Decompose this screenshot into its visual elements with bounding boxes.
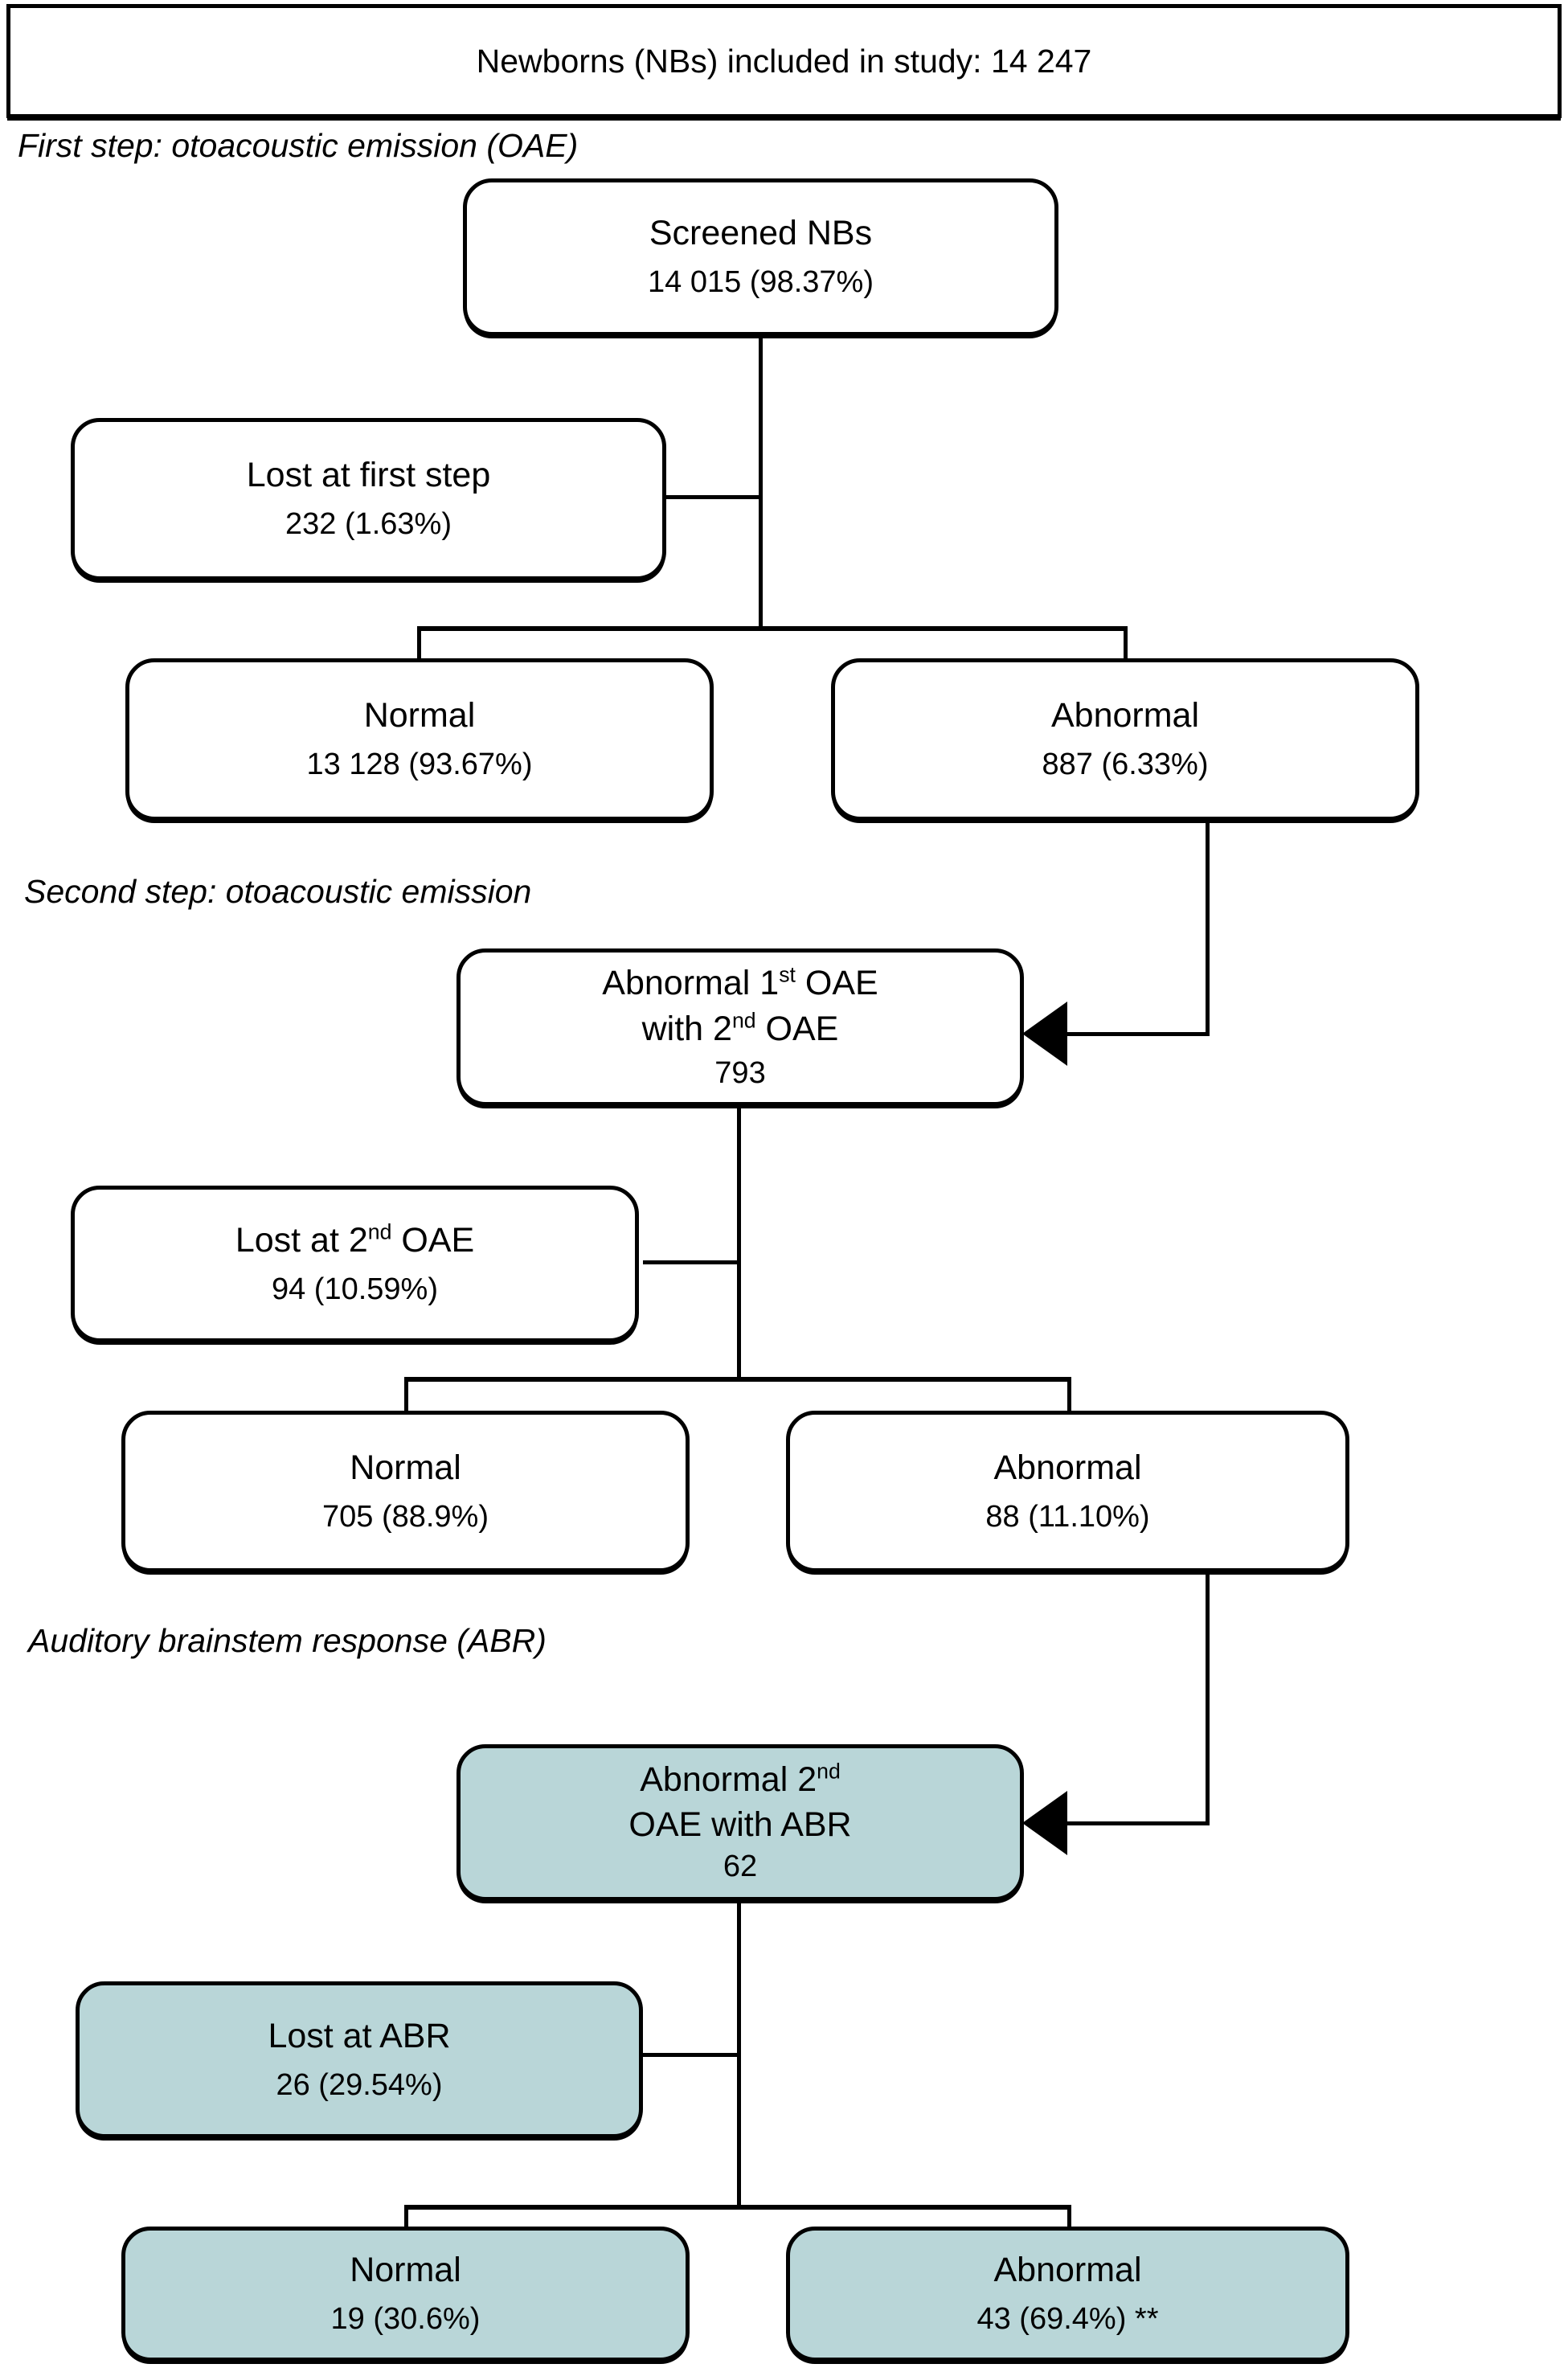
abnormal-1st-oae-line2-sup: nd [731, 1008, 756, 1033]
connector-lost-first-line [666, 495, 760, 499]
lost-first-step-title: Lost at first step [246, 456, 491, 495]
lost-abr-box: Lost at ABR 26 (29.54%) [76, 1981, 643, 2138]
connector-lost-abr-line [643, 2053, 737, 2057]
study-total-text: Newborns (NBs) included in study: 14 247 [476, 42, 1092, 80]
split-oae2-left-drop-line [404, 1379, 408, 1411]
abnormal-abr-box: Abnormal 43 (69.4%) ** [786, 2227, 1349, 2362]
connector-lost-2nd-line [643, 1260, 737, 1264]
normal-oae2-value: 705 (88.9%) [321, 1499, 489, 1534]
normal-abr-value: 19 (30.6%) [330, 2302, 481, 2336]
normal-abr-box: Normal 19 (30.6%) [121, 2227, 690, 2362]
normal-oae1-value: 13 128 (93.67%) [306, 748, 533, 781]
abnormal-oae1-value: 887 (6.33%) [1042, 748, 1209, 781]
lost-2nd-oae-title: Lost at 2nd OAE [235, 1220, 474, 1262]
split-abr-right-drop-line [1067, 2206, 1071, 2227]
lost-2nd-oae-title-sup: nd [367, 1219, 392, 1244]
section-label-first-step: First step: otoacoustic emission (OAE) [18, 127, 579, 164]
lost-first-step-box: Lost at first step 232 (1.63%) [71, 418, 666, 580]
abnormal-2nd-oae-abr-line1-pre: Abnormal 2 [640, 1760, 817, 1800]
study-total-box: Newborns (NBs) included in study: 14 247 [6, 4, 1562, 118]
abnormal-1st-oae-line2-pre: with 2 [641, 1010, 732, 1049]
lost-first-step-value: 232 (1.63%) [285, 507, 452, 541]
abnormal-2nd-oae-abr-line2: OAE with ABR [628, 1805, 852, 1844]
lost-2nd-oae-box: Lost at 2nd OAE 94 (10.59%) [71, 1186, 639, 1342]
abnormal-1st-oae-line1-pre: Abnormal 1 [602, 963, 780, 1002]
split-line-oae2 [404, 1377, 1071, 1382]
abnormal-oae1-title: Abnormal [1050, 696, 1200, 735]
normal-abr-title: Normal [350, 2251, 461, 2290]
screened-nbs-value: 14 015 (98.37%) [648, 265, 874, 299]
abnormal-2nd-oae-abr-line1: Abnormal 2nd [640, 1760, 841, 1801]
abnormal-2nd-oae-abr-line1-sup: nd [817, 1759, 841, 1784]
screened-nbs-title: Screened NBs [649, 214, 873, 253]
arrow-abnormal1-horizontal-line [1061, 1032, 1210, 1036]
split-oae2-right-drop-line [1067, 1379, 1071, 1411]
lost-abr-value: 26 (29.54%) [276, 2067, 443, 2102]
arrow-abnormal2-horizontal-line [1061, 1821, 1210, 1825]
lost-abr-title: Lost at ABR [268, 2016, 451, 2055]
connector-abnormal1-down-line [737, 1106, 741, 1381]
abnormal-oae1-box: Abnormal 887 (6.33%) [831, 658, 1419, 821]
normal-oae2-box: Normal 705 (88.9%) [121, 1411, 690, 1572]
lost-2nd-oae-value: 94 (10.59%) [271, 1272, 438, 1306]
abnormal-abr-title: Abnormal [993, 2251, 1142, 2290]
normal-oae1-box: Normal 13 128 (93.67%) [125, 658, 714, 821]
abnormal-2nd-oae-abr-value: 62 [723, 1850, 758, 1884]
abnormal-1st-oae-line2: with 2nd OAE [642, 1009, 839, 1051]
split-abr-left-drop-line [404, 2206, 408, 2227]
left-arrowhead-icon [1022, 1791, 1067, 1855]
left-arrowhead-icon [1022, 1002, 1067, 1066]
normal-oae2-title: Normal [350, 1448, 461, 1487]
section-label-abr: Auditory brainstem response (ABR) [28, 1622, 547, 1659]
abnormal-oae2-box: Abnormal 88 (11.10%) [786, 1411, 1349, 1572]
split-line-oae1 [417, 626, 1128, 631]
screened-nbs-box: Screened NBs 14 015 (98.37%) [463, 178, 1058, 336]
abnormal-oae2-value: 88 (11.10%) [985, 1499, 1150, 1534]
split-oae1-right-drop-line [1124, 628, 1128, 658]
arrow-abnormal1-vertical-line [1206, 821, 1210, 1034]
abnormal-oae2-title: Abnormal [993, 1448, 1142, 1487]
normal-oae1-title: Normal [363, 696, 476, 735]
abnormal-2nd-oae-abr-box: Abnormal 2nd OAE with ABR 62 [456, 1744, 1024, 1901]
split-oae1-left-drop-line [417, 628, 421, 658]
lost-2nd-oae-title-pre: Lost at 2 [235, 1220, 368, 1260]
lost-2nd-oae-title-post: OAE [391, 1220, 475, 1260]
connector-screened-down-line [759, 336, 763, 630]
abnormal-1st-oae-value: 793 [714, 1055, 766, 1090]
abnormal-abr-value: 43 (69.4%) ** [976, 2302, 1159, 2336]
abnormal-1st-oae-line1-post: OAE [795, 963, 878, 1002]
section-label-second-step: Second step: otoacoustic emission [24, 873, 532, 910]
split-line-abr [404, 2205, 1071, 2210]
abnormal-1st-oae-line1: Abnormal 1st OAE [602, 963, 878, 1005]
abnormal-1st-oae-line1-sup: st [779, 962, 796, 987]
abnormal-1st-oae-box: Abnormal 1st OAE with 2nd OAE 793 [456, 948, 1024, 1106]
abnormal-1st-oae-line2-post: OAE [755, 1010, 839, 1049]
connector-abr-down-line [737, 1901, 741, 2210]
arrow-abnormal2-vertical-line [1206, 1572, 1210, 1825]
